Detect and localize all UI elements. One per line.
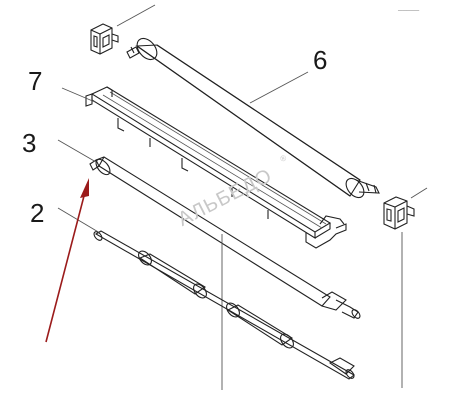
callout-part-7: 7 — [28, 66, 42, 96]
bracket-clip-right — [383, 187, 428, 388]
bracket-clip-top-left — [90, 4, 156, 55]
callout-part-3: 3 — [22, 128, 36, 158]
part-2-shaft — [57, 207, 355, 380]
callout-part-2: 2 — [30, 198, 44, 228]
corner-mark: ───── — [397, 7, 420, 15]
arrow-pointer-icon — [45, 178, 89, 343]
callout-part-6: 6 — [313, 45, 327, 75]
watermark-registered: ® — [279, 153, 288, 164]
part-6-roller — [126, 37, 380, 199]
part-3-shaft — [57, 139, 361, 390]
part-7-frame — [61, 86, 347, 249]
